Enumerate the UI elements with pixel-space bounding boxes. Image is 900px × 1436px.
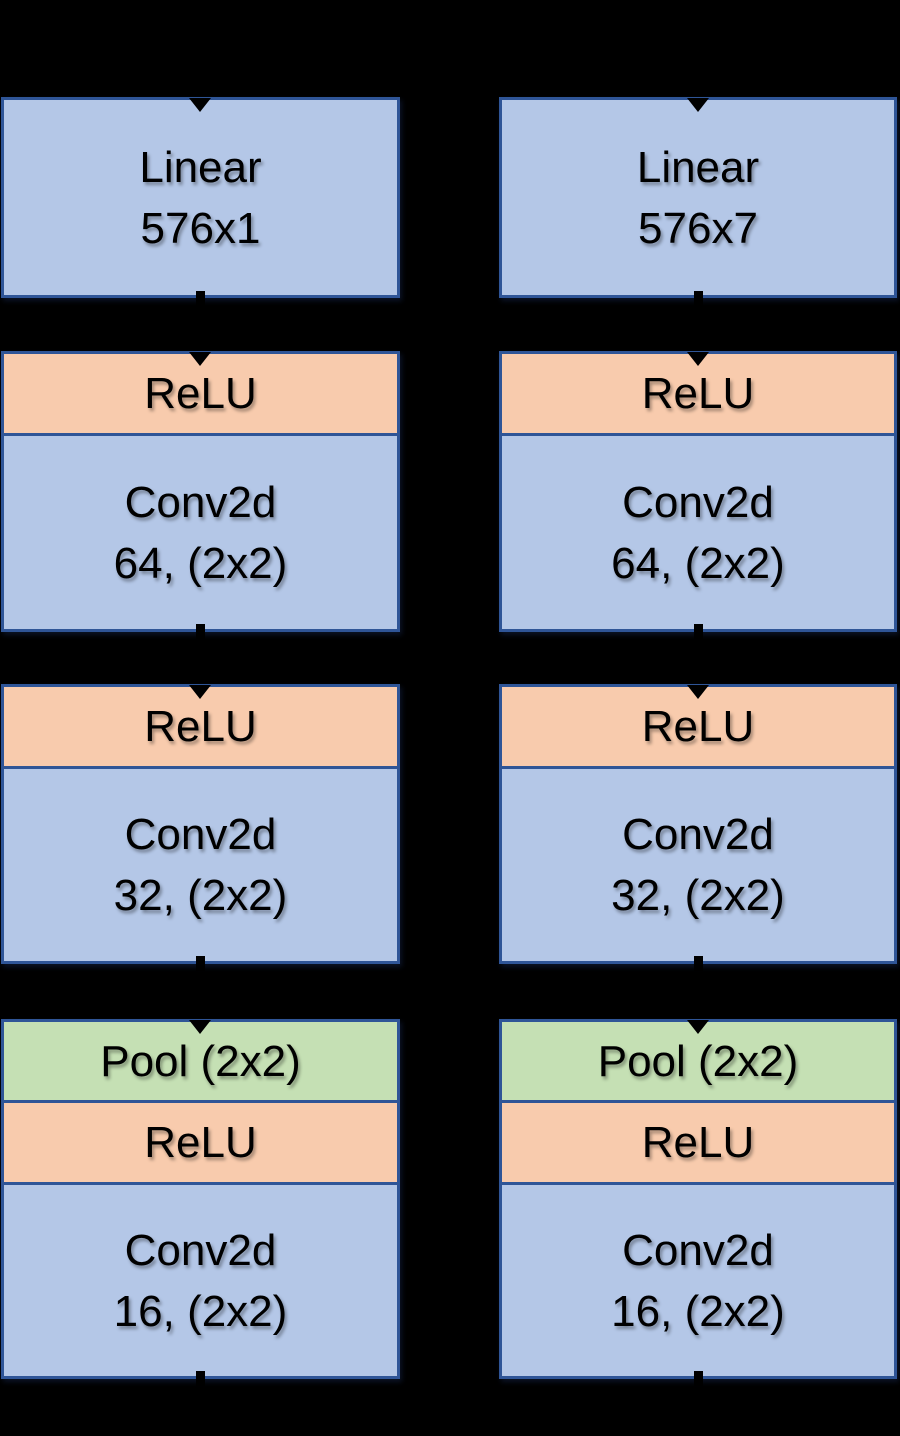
block-label: Conv2d 32, (2x2): [611, 810, 785, 920]
left-linear-group: Linear 576x1: [1, 97, 400, 298]
arrowhead-icon: [189, 1020, 211, 1034]
block-label: ReLU: [641, 702, 755, 751]
pool-block: Pool (2x2): [4, 1022, 397, 1100]
relu-block: ReLU: [502, 1100, 894, 1182]
block-label: Conv2d 64, (2x2): [611, 477, 785, 588]
block-label: Conv2d 64, (2x2): [113, 477, 288, 588]
connector-stub: [196, 1371, 205, 1386]
relu-block: ReLU: [502, 687, 894, 766]
connector-stub: [694, 1371, 703, 1386]
conv2d-32-block: Conv2d 32, (2x2): [502, 766, 894, 961]
conv2d-16-block: Conv2d 16, (2x2): [4, 1182, 397, 1376]
connector-stub: [196, 956, 205, 971]
relu-block: ReLU: [4, 687, 397, 766]
arrowhead-icon: [189, 98, 211, 112]
block-label: Conv2d 32, (2x2): [113, 810, 288, 920]
linear-block: Linear 576x7: [502, 100, 894, 295]
arrowhead-icon: [189, 352, 211, 366]
arrowhead-icon: [687, 98, 709, 112]
left-conv32-group: ReLU Conv2d 32, (2x2): [1, 684, 400, 964]
right-conv32-group: ReLU Conv2d 32, (2x2): [499, 684, 897, 964]
block-label: ReLU: [144, 369, 257, 418]
left-conv16-group: Pool (2x2) ReLU Conv2d 16, (2x2): [1, 1019, 400, 1379]
left-conv64-group: ReLU Conv2d 64, (2x2): [1, 351, 400, 632]
connector-stub: [694, 291, 703, 306]
block-label: Linear 576x1: [139, 142, 262, 253]
connector-stub: [694, 624, 703, 639]
block-label: ReLU: [641, 369, 755, 418]
conv2d-16-block: Conv2d 16, (2x2): [502, 1182, 894, 1376]
arrowhead-icon: [687, 352, 709, 366]
right-conv64-group: ReLU Conv2d 64, (2x2): [499, 351, 897, 632]
relu-block: ReLU: [4, 354, 397, 433]
arrowhead-icon: [687, 1020, 709, 1034]
block-label: Pool (2x2): [100, 1036, 301, 1086]
relu-block: ReLU: [4, 1100, 397, 1182]
block-label: Conv2d 16, (2x2): [611, 1225, 785, 1336]
arrowhead-icon: [189, 685, 211, 699]
linear-block: Linear 576x1: [4, 100, 397, 295]
block-label: ReLU: [144, 702, 257, 751]
block-label: Pool (2x2): [597, 1036, 799, 1086]
block-label: ReLU: [641, 1118, 755, 1167]
arrowhead-icon: [687, 685, 709, 699]
conv2d-64-block: Conv2d 64, (2x2): [4, 433, 397, 629]
right-linear-group: Linear 576x7: [499, 97, 897, 298]
connector-stub: [196, 624, 205, 639]
connector-stub: [694, 956, 703, 971]
relu-block: ReLU: [502, 354, 894, 433]
conv2d-32-block: Conv2d 32, (2x2): [4, 766, 397, 961]
block-label: Linear 576x7: [636, 142, 760, 253]
block-label: ReLU: [144, 1118, 257, 1167]
block-label: Conv2d 16, (2x2): [113, 1225, 288, 1336]
right-conv16-group: Pool (2x2) ReLU Conv2d 16, (2x2): [499, 1019, 897, 1379]
conv2d-64-block: Conv2d 64, (2x2): [502, 433, 894, 629]
connector-stub: [196, 291, 205, 306]
pool-block: Pool (2x2): [502, 1022, 894, 1100]
